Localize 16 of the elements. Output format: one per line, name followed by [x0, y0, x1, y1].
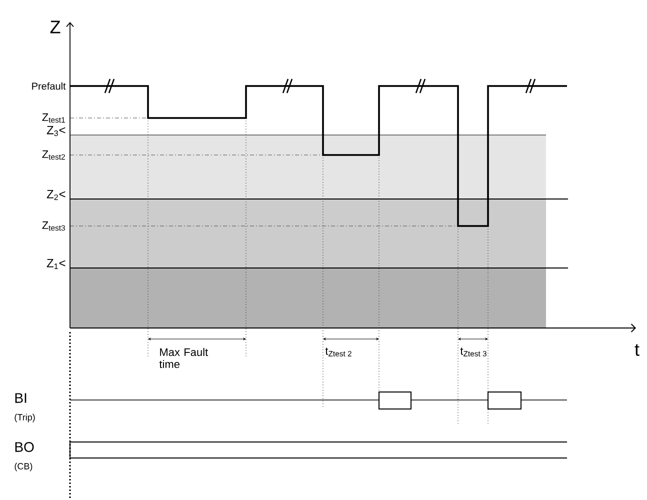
axis-label: t [634, 344, 640, 356]
threshold-label: Z$_{1}$< [46, 258, 66, 270]
level-label: Z$_{test1}$ [42, 113, 65, 123]
dimension-label: Max Fault time [159, 348, 208, 368]
signal-label: (Trip) [14, 414, 35, 422]
signal-label: BI [15, 393, 26, 403]
signal-label: (CB) [14, 462, 32, 472]
dimension-label: t$_{Ztest 2}$ [325, 348, 352, 356]
threshold-label: Z$_{2}$< [46, 190, 66, 200]
signal-label: BO [15, 442, 34, 452]
threshold-label: Z$_{3}$< [46, 126, 66, 136]
dimension-label: t$_{Ztest 3}$ [460, 348, 486, 356]
level-label: Z$_{test3}$ [42, 221, 65, 231]
level-label: Prefault [32, 82, 66, 90]
level-label: Z$_{test2}$ [42, 150, 65, 160]
axis-label: Z [50, 20, 60, 34]
